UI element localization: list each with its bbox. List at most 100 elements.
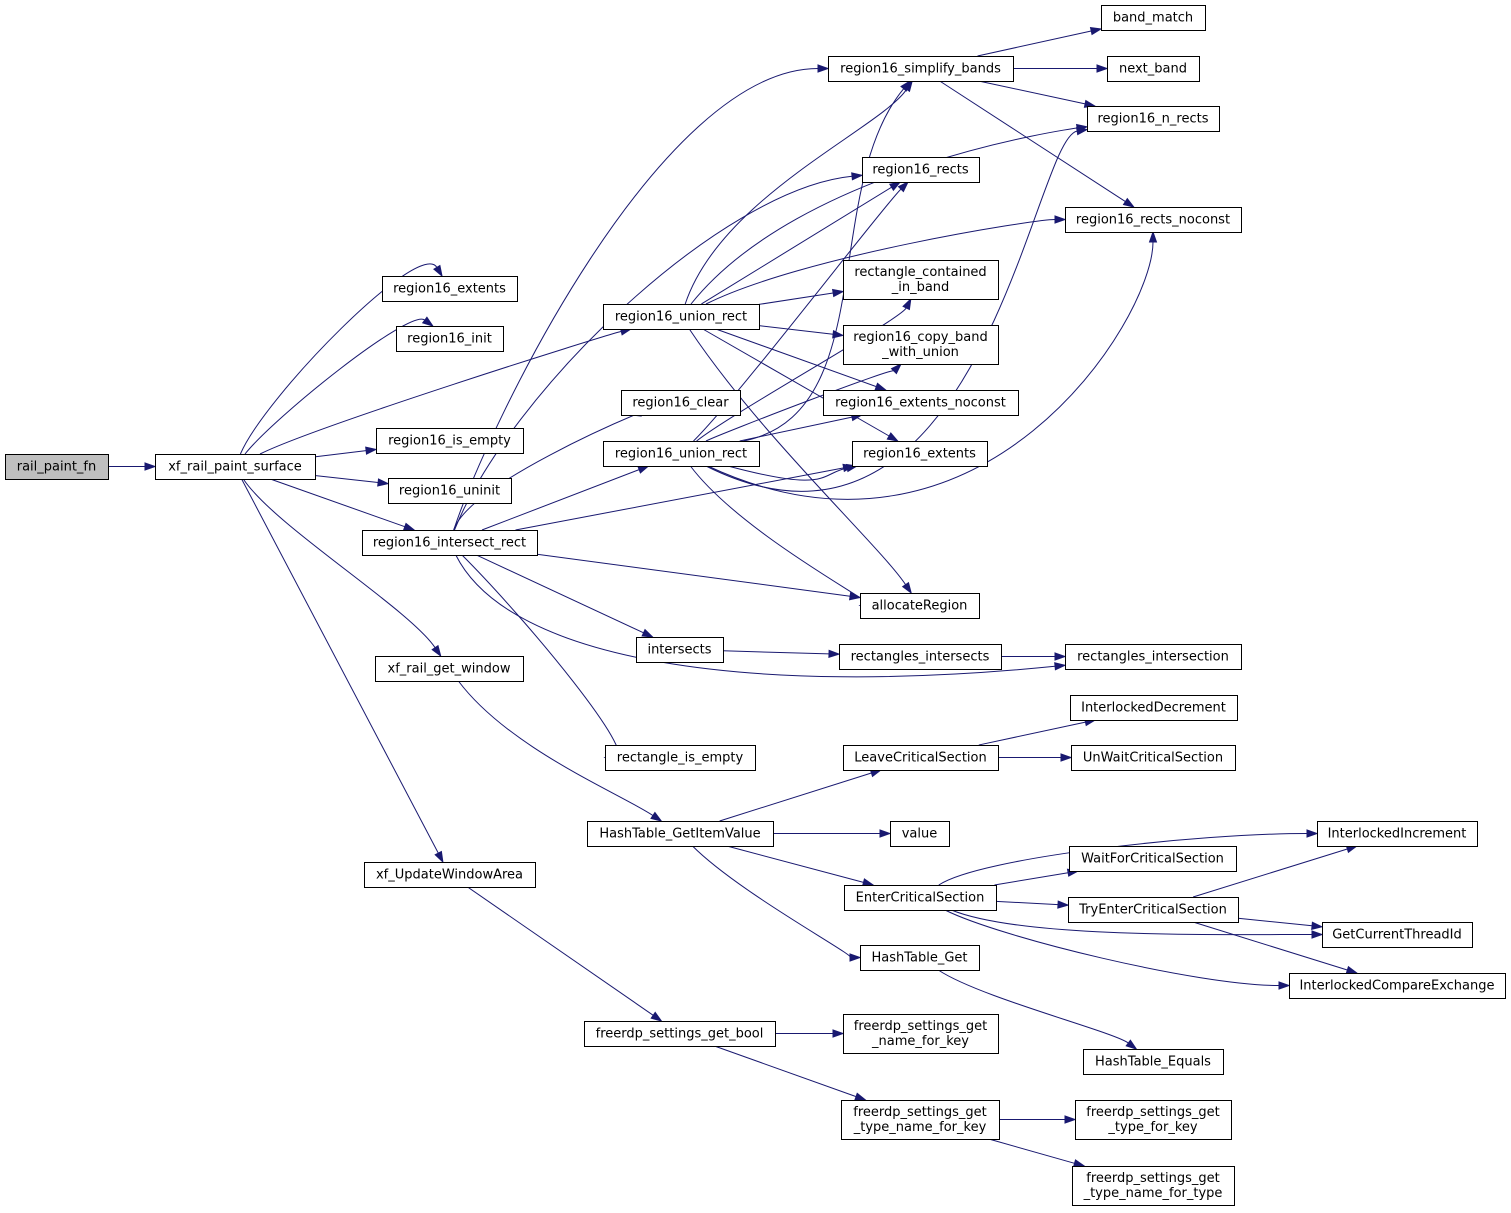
node-freerdp-settings-get-type-for-key[interactable]: freerdp_settings_get_type_for_key	[1075, 1100, 1232, 1140]
edge-line	[705, 370, 895, 442]
edge-arrowhead	[1057, 900, 1070, 909]
edge-rail_paint_fn-to-xf_rail_paint_surface	[108, 462, 157, 471]
node-region16-intersect-rect[interactable]: region16_intersect_rect	[362, 530, 538, 556]
edge-line	[270, 478, 405, 528]
edge-arrowhead	[1148, 230, 1158, 243]
edge-arrowhead	[1278, 981, 1291, 990]
node-unwaitcriticalsection[interactable]: UnWaitCriticalSection	[1071, 745, 1236, 771]
node-intersects[interactable]: intersects	[636, 637, 724, 663]
node-label: freerdp_settings_get	[1086, 1171, 1219, 1186]
edge-line	[239, 263, 438, 455]
node-box	[603, 304, 760, 330]
node-box	[1065, 207, 1242, 233]
edge-arrowhead	[1072, 1159, 1086, 1168]
node-region16-n-rects[interactable]: region16_n_rects	[1087, 106, 1220, 132]
node-freerdp-settings-get-type-name-for-type[interactable]: freerdp_settings_get_type_name_for_type	[1072, 1166, 1235, 1206]
node-rectangle-is-empty[interactable]: rectangle_is_empty	[605, 745, 756, 771]
node-region16-simplify-bands[interactable]: region16_simplify_bands	[828, 56, 1014, 82]
node-interlockeddecrement[interactable]: InterlockedDecrement	[1070, 695, 1238, 721]
node-box	[1075, 1100, 1232, 1140]
edge-HashTable_GetItemValue-to-EnterCriticalSection	[726, 845, 875, 887]
edge-xf_rail_get_window-to-HashTable_GetItemValue	[458, 680, 663, 822]
node-label: region16_union_rect	[615, 310, 747, 325]
edge-line	[467, 886, 654, 1016]
node-label: rectangles_intersection	[1077, 650, 1229, 665]
edge-line	[707, 241, 1154, 500]
node-label: InterlockedIncrement	[1328, 827, 1467, 842]
node-region16-init[interactable]: region16_init	[396, 326, 504, 352]
node-hashtable-get[interactable]: HashTable_Get	[860, 945, 980, 971]
edge-arrowhead	[431, 644, 442, 658]
node-xf-rail-paint-surface[interactable]: xf_rail_paint_surface	[155, 454, 316, 480]
node-band-match[interactable]: band_match	[1101, 5, 1206, 31]
node-freerdp-settings-get-type-name-for-key[interactable]: freerdp_settings_get_type_name_for_key	[841, 1100, 1000, 1140]
node-region16-extents-a[interactable]: region16_extents	[382, 276, 518, 302]
node-entercriticalsection[interactable]: EnterCriticalSection	[844, 885, 997, 911]
edge-arrowhead	[637, 465, 650, 474]
node-freerdp-settings-get-name-for-key[interactable]: freerdp_settings_get_name_for_key	[843, 1014, 999, 1054]
node-label: region16_simplify_bands	[840, 62, 1001, 77]
edge-region16_union_rect_b-to-region16_copy_band_with_union	[705, 362, 903, 442]
edge-arrowhead	[1345, 965, 1359, 974]
node-box	[862, 157, 980, 183]
node-region16-union-rect-b[interactable]: region16_union_rect	[603, 441, 760, 467]
node-rail-paint-fn[interactable]: rail_paint_fn	[5, 454, 109, 480]
node-region16-rects-noconst[interactable]: region16_rects_noconst	[1065, 207, 1242, 233]
node-hashtable-equals[interactable]: HashTable_Equals	[1083, 1049, 1224, 1075]
edge-line	[994, 872, 1069, 886]
node-region16-copy-band-with-union[interactable]: region16_copy_band_with_union	[843, 325, 999, 365]
node-getcurrentthreadid[interactable]: GetCurrentThreadId	[1322, 922, 1473, 948]
node-label: xf_rail_paint_surface	[168, 460, 302, 475]
edge-region16_simplify_bands-to-region16_n_rects	[978, 80, 1097, 108]
edge-LeaveCriticalSection-to-InterlockedDecrement	[978, 718, 1097, 746]
node-label: _type_for_key	[1107, 1120, 1197, 1135]
node-region16-clear[interactable]: region16_clear	[621, 390, 741, 416]
node-region16-rects[interactable]: region16_rects	[862, 157, 980, 183]
node-region16-extents-b[interactable]: region16_extents	[852, 441, 988, 467]
edge-xf_UpdateWindowArea-to-freerdp_settings_get_bool	[467, 886, 663, 1022]
node-label: xf_UpdateWindowArea	[376, 868, 523, 883]
edge-arrowhead	[421, 316, 435, 327]
node-leavecriticalsection[interactable]: LeaveCriticalSection	[843, 745, 999, 771]
edge-arrowhead	[874, 382, 888, 391]
edge-line	[314, 450, 367, 458]
node-tryentercriticalsection[interactable]: TryEnterCriticalSection	[1068, 897, 1239, 923]
node-rectangles-intersects[interactable]: rectangles_intersects	[839, 644, 1002, 670]
edge-TryEnterCriticalSection-to-GetCurrentThreadId	[1237, 917, 1324, 930]
edge-line	[1237, 917, 1313, 927]
node-label: intersects	[647, 643, 711, 658]
node-waitforcriticalsection[interactable]: WaitForCriticalSection	[1069, 846, 1237, 872]
node-box	[1065, 644, 1242, 670]
node-next-band[interactable]: next_band	[1107, 56, 1200, 82]
edge-arrowhead	[1306, 829, 1319, 838]
node-region16-extents-noconst[interactable]: region16_extents_noconst	[823, 390, 1019, 416]
node-region16-uninit[interactable]: region16_uninit	[388, 478, 512, 504]
node-value[interactable]: value	[890, 821, 950, 847]
node-box	[636, 637, 724, 663]
node-allocateregion[interactable]: allocateRegion	[860, 593, 980, 619]
node-label: band_match	[1113, 11, 1193, 26]
node-hashtable-getitemvalue[interactable]: HashTable_GetItemValue	[587, 821, 774, 847]
node-xf-rail-get-window[interactable]: xf_rail_get_window	[375, 656, 524, 682]
node-interlockedincrement[interactable]: InterlockedIncrement	[1317, 821, 1478, 847]
node-box	[1069, 846, 1237, 872]
node-label: xf_rail_get_window	[388, 662, 511, 677]
node-interlockedcompareexchange[interactable]: InterlockedCompareExchange	[1289, 973, 1506, 999]
edge-line	[481, 469, 640, 531]
edge-arrowhead	[1054, 652, 1067, 661]
edge-line	[944, 909, 1280, 986]
edge-EnterCriticalSection-to-GetCurrentThreadId	[951, 909, 1324, 939]
edge-line	[726, 845, 864, 883]
node-box	[843, 1014, 999, 1054]
node-rectangle-contained-in-band[interactable]: rectangle_contained_in_band	[843, 260, 999, 300]
edge-line	[536, 553, 851, 597]
node-rectangles-intersection[interactable]: rectangles_intersection	[1065, 644, 1242, 670]
node-region16-is-empty[interactable]: region16_is_empty	[376, 428, 524, 454]
node-box	[382, 276, 518, 302]
node-region16-union-rect-a[interactable]: region16_union_rect	[603, 304, 760, 330]
node-freerdp-settings-get-bool[interactable]: freerdp_settings_get_bool	[584, 1021, 776, 1047]
node-xf-updatewindowarea[interactable]: xf_UpdateWindowArea	[364, 862, 536, 888]
node-box	[621, 390, 741, 416]
